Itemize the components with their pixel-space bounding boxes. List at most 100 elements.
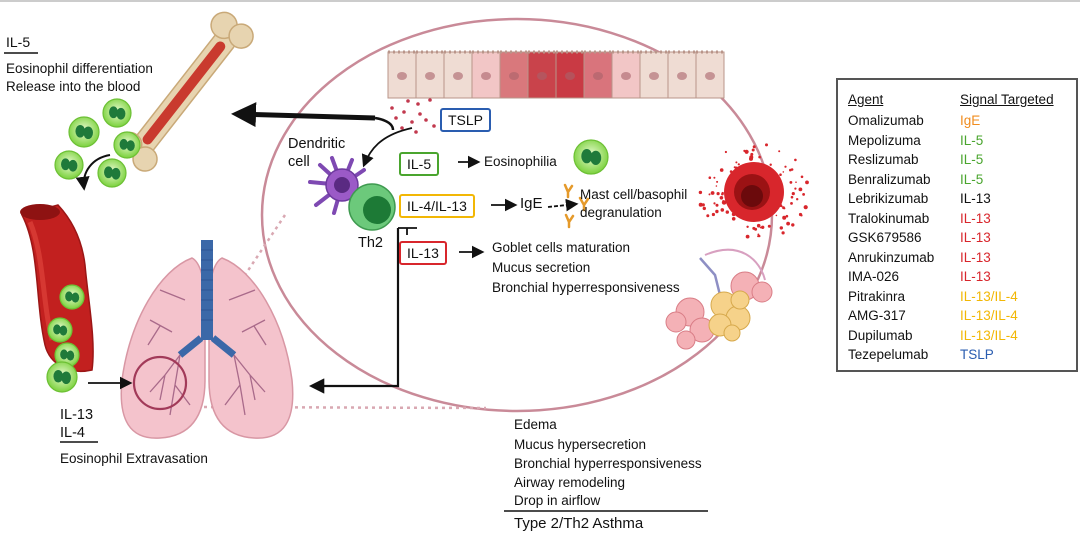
eosinophil-icon bbox=[54, 342, 80, 368]
mast-granule bbox=[795, 181, 797, 183]
mast-granule bbox=[790, 195, 794, 199]
tslp-particles bbox=[390, 98, 436, 134]
legend-signal: IL-5 bbox=[960, 171, 984, 187]
eosinophil-icon bbox=[54, 150, 84, 180]
dendritic-cell-label-1: Dendritic bbox=[288, 136, 346, 152]
mast-granule bbox=[790, 168, 794, 171]
mast-granule bbox=[724, 150, 728, 154]
mast-granule bbox=[715, 185, 718, 187]
mast-granule bbox=[786, 221, 790, 226]
mast-granule bbox=[719, 168, 724, 172]
mast-granule bbox=[711, 212, 716, 217]
epithelial-cell bbox=[611, 50, 641, 99]
legend-signal: IL-5 bbox=[960, 152, 984, 167]
mast-granule bbox=[790, 202, 793, 205]
extravasation-il13: IL-13 bbox=[60, 407, 94, 423]
epithelial-cell bbox=[499, 50, 529, 99]
mast-granule bbox=[782, 171, 785, 173]
th2-cell-icon bbox=[348, 183, 396, 231]
legend-signal: IL-13/IL-4 bbox=[960, 327, 1018, 343]
mast-granule bbox=[785, 214, 789, 218]
mast-granule bbox=[800, 188, 802, 191]
mast-cell-label-2: degranulation bbox=[580, 205, 662, 220]
mast-granule bbox=[800, 214, 803, 217]
legend-signal: IL-13 bbox=[960, 269, 991, 284]
lungs-icon bbox=[120, 240, 294, 439]
legend-signal: TSLP bbox=[960, 347, 994, 362]
legend-signal: IgE bbox=[960, 113, 981, 128]
eosinophil-icon bbox=[68, 116, 100, 148]
mast-granule bbox=[733, 166, 736, 169]
mast-granule bbox=[779, 173, 782, 176]
eosinophil-icon bbox=[47, 317, 73, 343]
legend-header-agent: Agent bbox=[848, 92, 884, 107]
mast-granule bbox=[698, 190, 703, 195]
asthma-title: Type 2/Th2 Asthma bbox=[514, 515, 644, 532]
eosinophil-icon bbox=[573, 139, 609, 175]
blood-vessel-icon bbox=[20, 204, 94, 372]
asthma-item: Drop in airflow bbox=[514, 493, 601, 508]
dendritic-cell-icon bbox=[308, 156, 366, 215]
mast-granule bbox=[791, 223, 795, 227]
il5-panel-line1: Eosinophil differentiation bbox=[6, 61, 153, 76]
mast-granule bbox=[749, 155, 754, 160]
legend-agent: Tralokinumab bbox=[848, 210, 930, 226]
mast-granule bbox=[713, 202, 716, 205]
mast-granule bbox=[725, 210, 729, 214]
il13-box: IL-13 bbox=[399, 241, 447, 265]
alveoli-icon bbox=[665, 248, 773, 350]
tslp-particle bbox=[424, 118, 428, 122]
il5-panel-line2: Release into the blood bbox=[6, 79, 141, 94]
mast-granule bbox=[805, 180, 809, 185]
mast-granule bbox=[758, 234, 761, 238]
asthma-item: Mucus hypersecretion bbox=[514, 437, 647, 452]
legend-row: Tezepelumab TSLP bbox=[848, 347, 1068, 366]
legend-agent: IMA-026 bbox=[848, 269, 900, 284]
il4-il13-box: IL-4/IL-13 bbox=[399, 194, 475, 218]
epithelial-cell bbox=[527, 50, 557, 99]
legend-agent: Lebrikizumab bbox=[848, 191, 929, 206]
mast-granule bbox=[720, 208, 725, 212]
asthma-item: Edema bbox=[514, 417, 557, 432]
mast-granule bbox=[780, 205, 783, 208]
arrow-tslp-to-dendritic bbox=[361, 127, 413, 168]
mast-granule bbox=[713, 176, 716, 179]
epithelial-cell bbox=[471, 50, 501, 99]
asthma-item: Airway remodeling bbox=[514, 475, 626, 490]
mast-granule bbox=[715, 203, 719, 207]
mast-granule bbox=[789, 181, 793, 184]
tslp-particle bbox=[410, 120, 414, 124]
epithelial-cell bbox=[555, 50, 585, 99]
legend-signal: IL-13 bbox=[960, 230, 991, 245]
extravasation-il4: IL-4 bbox=[60, 425, 85, 441]
ige-label: IgE bbox=[520, 195, 543, 212]
mast-granule bbox=[800, 175, 804, 179]
il5-panel-title: IL-5 bbox=[6, 34, 31, 50]
mast-granule bbox=[710, 191, 715, 195]
bronchial-label: Bronchial hyperresponsiveness bbox=[492, 280, 680, 295]
mast-granule bbox=[752, 145, 756, 149]
dendritic-cell-label-2: cell bbox=[288, 154, 310, 170]
eosinophil-group bbox=[46, 98, 609, 393]
mast-granule bbox=[752, 226, 756, 230]
epithelial-cell bbox=[667, 50, 697, 99]
legend-signal: IL-13 bbox=[960, 191, 991, 206]
mast-granule bbox=[731, 217, 736, 221]
epithelial-cell bbox=[443, 50, 473, 99]
extravasation-caption: Eosinophil Extravasation bbox=[60, 451, 208, 466]
legend-signal: IL-13/IL-4 bbox=[960, 288, 1018, 304]
legend-agent: Mepolizuma bbox=[848, 132, 921, 148]
legend-agent: Tezepelumab bbox=[848, 347, 929, 362]
legend-signal: IL-13 bbox=[960, 249, 991, 265]
legend-agent: AMG-317 bbox=[848, 308, 906, 323]
tslp-particle bbox=[428, 98, 432, 102]
arrow-bone-to-blood bbox=[75, 154, 111, 191]
mast-granule bbox=[745, 234, 750, 239]
mast-granule bbox=[769, 163, 772, 166]
